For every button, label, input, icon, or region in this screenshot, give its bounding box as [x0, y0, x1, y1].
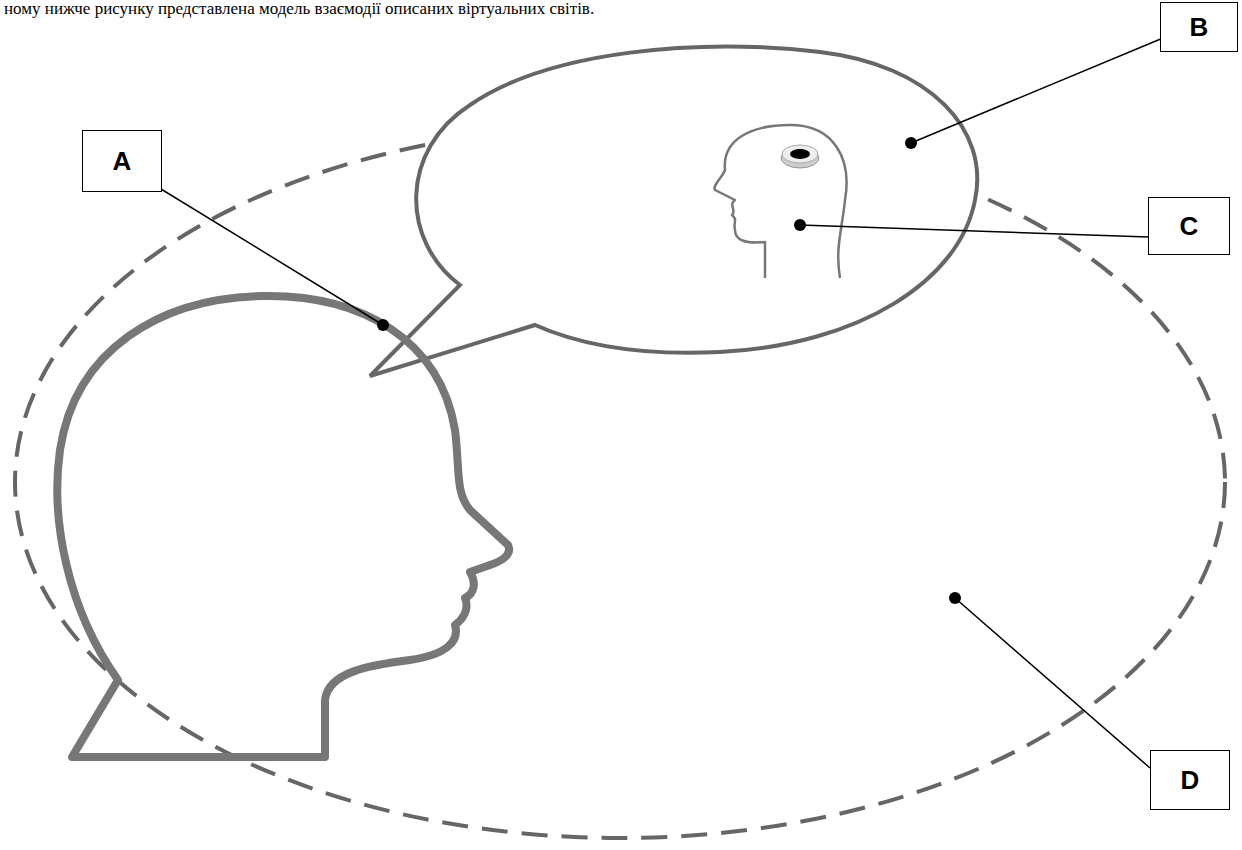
leader-dot	[949, 592, 961, 604]
leader-dot	[794, 219, 806, 231]
callout-letter: A	[113, 147, 132, 176]
callout-letter: D	[1181, 766, 1200, 795]
leader-dot	[377, 319, 389, 331]
leader-line	[800, 225, 1148, 237]
speech-bubble	[370, 47, 977, 376]
leader-line	[143, 178, 383, 325]
leader-line	[955, 598, 1150, 768]
label-box: A	[82, 130, 162, 192]
small-head	[714, 125, 846, 278]
vr-device-top	[782, 145, 818, 163]
label-box: D	[1150, 750, 1230, 810]
label-box: B	[1160, 2, 1238, 52]
label-box: C	[1148, 197, 1230, 255]
callout-letter: B	[1190, 13, 1209, 42]
leader-dot	[905, 137, 917, 149]
caption-text: ному нижче рисунку представлена модель в…	[4, 0, 594, 19]
leader-line	[911, 38, 1163, 143]
head-outline	[57, 296, 509, 757]
vr-device-lens	[790, 149, 810, 159]
callout-letter: C	[1180, 212, 1199, 241]
